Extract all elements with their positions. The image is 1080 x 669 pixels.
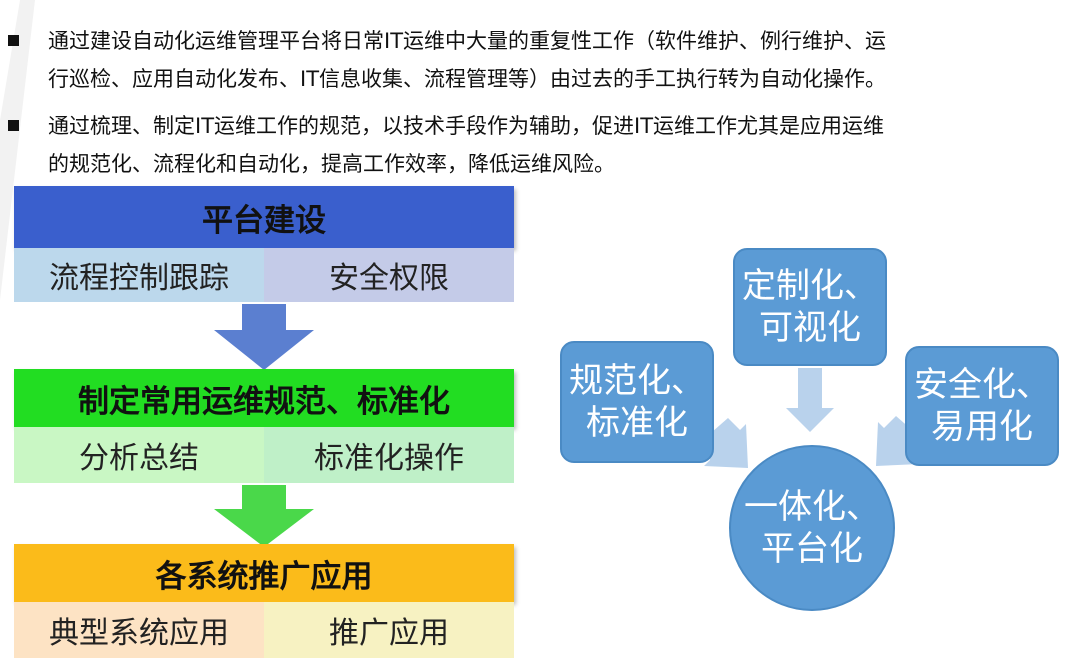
green-down-arrow — [214, 485, 314, 547]
node-center-integration: 一体化、 平台化 — [729, 445, 895, 611]
stage-1-right-cell: 安全权限 — [264, 248, 514, 302]
arrow-left-to-center — [704, 418, 748, 468]
stage-1-title: 平台建设 — [14, 186, 514, 248]
stage-1-left-cell: 流程控制跟踪 — [14, 248, 264, 302]
stage-3-title: 各系统推广应用 — [14, 544, 514, 602]
stage-2-title: 制定常用运维规范、标准化 — [14, 369, 514, 427]
bullet-item-1: 通过建设自动化运维管理平台将日常IT运维中大量的重复性工作（软件维护、例行维护、… — [8, 22, 1068, 98]
node-left-line-1: 规范化、 — [569, 361, 705, 401]
node-left-line-2: 标准化 — [586, 403, 688, 443]
bullet-2-line-1: 通过梳理、制定IT运维工作的规范，以技术手段作为辅助，促进IT运维工作尤其是应用… — [48, 114, 885, 138]
node-right-line-1: 安全化、 — [914, 365, 1050, 405]
bullet-square-icon — [8, 120, 19, 131]
node-left-standardization: 规范化、 标准化 — [560, 341, 714, 463]
stage-3-left-cell: 典型系统应用 — [14, 602, 264, 658]
node-right-security: 安全化、 易用化 — [905, 346, 1059, 466]
arrow-top-to-center — [786, 368, 834, 432]
stage-2-left-cell: 分析总结 — [14, 427, 264, 483]
stage-2-right-cell: 标准化操作 — [264, 427, 514, 483]
bullet-2-line-2: 的规范化、流程化和自动化，提高工作效率，降低运维风险。 — [48, 152, 615, 176]
node-center-line-1: 一体化、 — [744, 487, 880, 527]
node-top-customization: 定制化、 可视化 — [733, 248, 887, 366]
stage-3-right-cell: 推广应用 — [264, 602, 514, 658]
bullet-square-icon — [8, 35, 19, 46]
bullet-1-line-1: 通过建设自动化运维管理平台将日常IT运维中大量的重复性工作（软件维护、例行维护、… — [48, 29, 887, 53]
blue-down-arrow — [214, 304, 314, 370]
node-top-line-2: 可视化 — [759, 308, 861, 348]
node-top-line-1: 定制化、 — [742, 266, 878, 306]
node-center-line-2: 平台化 — [761, 529, 863, 569]
bullet-item-2: 通过梳理、制定IT运维工作的规范，以技术手段作为辅助，促进IT运维工作尤其是应用… — [8, 107, 1068, 183]
node-right-line-2: 易用化 — [931, 407, 1033, 447]
bullet-1-line-2: 行巡检、应用自动化发布、IT信息收集、流程管理等）由过去的手工执行转为自动化操作… — [48, 67, 887, 91]
